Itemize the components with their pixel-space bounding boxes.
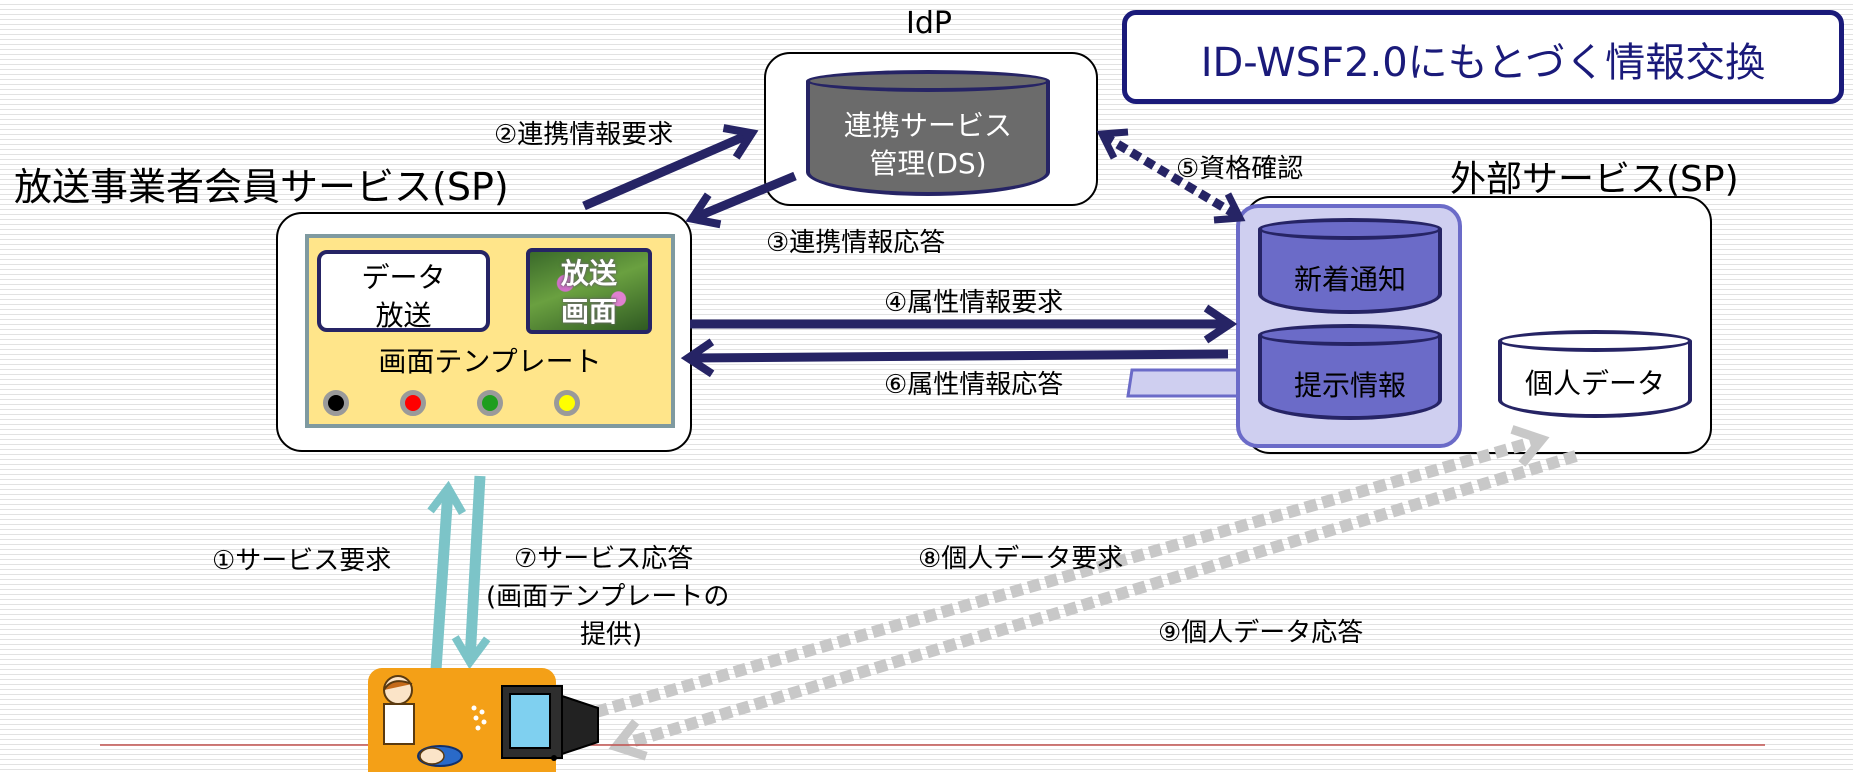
step5-label: ⑤資格確認 <box>1176 154 1304 184</box>
data-broadcast-box <box>317 250 490 332</box>
step2-label: ②連携情報要求 <box>494 120 674 150</box>
ds-label-2: 管理(DS) <box>869 147 987 180</box>
signal-dots-icon <box>471 705 487 731</box>
external-sp-label: 外部サービス(SP) <box>1450 159 1739 200</box>
broadcaster-sp-label: 放送事業者会員サービス(SP) <box>14 165 509 209</box>
new-notice-cylinder <box>1258 218 1442 314</box>
step8-label: ⑧個人データ要求 <box>918 544 1124 574</box>
arrow-step9 <box>608 450 1578 761</box>
broadcast-screen-label-2: 画面 <box>560 295 617 328</box>
remote-green-button <box>477 390 503 416</box>
arrow-step6 <box>680 338 1229 378</box>
arrow-step7 <box>451 475 491 670</box>
page-title: ID-WSF2.0にもとづく情報交換 <box>1200 40 1766 86</box>
step1-label: ①サービス要求 <box>212 546 392 576</box>
step6-label: ⑥属性情報応答 <box>884 370 1064 400</box>
arrow-step3 <box>685 171 797 229</box>
ds-label-1: 連携サービス <box>843 109 1012 142</box>
remote-black-button <box>323 390 349 416</box>
arrow-step2 <box>582 124 759 211</box>
step4-label: ④属性情報要求 <box>884 288 1064 318</box>
data-broadcast-label-1: データ <box>361 261 446 294</box>
screen-template-label: 画面テンプレート <box>378 345 602 378</box>
data-broadcast-label-2: 放送 <box>375 299 432 332</box>
step7-label-1: ⑦サービス応答 <box>514 544 694 574</box>
step7-label-3: 提供) <box>580 620 643 650</box>
personal-data-cylinder <box>1498 330 1692 418</box>
arrow-step5 <box>1101 132 1241 220</box>
arrow-step1 <box>427 480 466 671</box>
ds-cylinder <box>806 70 1050 196</box>
step9-label: ⑨個人データ応答 <box>1158 618 1364 648</box>
arrow-step8 <box>594 425 1550 718</box>
new-notice-label: 新着通知 <box>1293 263 1406 296</box>
presentation-info-label: 提示情報 <box>1293 369 1406 402</box>
user-icon <box>383 675 463 767</box>
step7-label-2: (画面テンプレートの <box>486 582 730 612</box>
presentation-info-cylinder <box>1258 324 1442 420</box>
personal-data-label: 個人データ <box>1524 367 1665 400</box>
idp-label: IdP <box>906 6 952 41</box>
broadcast-screen-label-1: 放送 <box>560 257 617 290</box>
remote-yellow-button <box>554 390 580 416</box>
title-box <box>1122 10 1844 104</box>
broadcast-screen-image <box>526 248 652 334</box>
remote-red-button <box>400 390 426 416</box>
tv-icon <box>501 685 599 761</box>
step3-label: ③連携情報応答 <box>766 228 946 258</box>
